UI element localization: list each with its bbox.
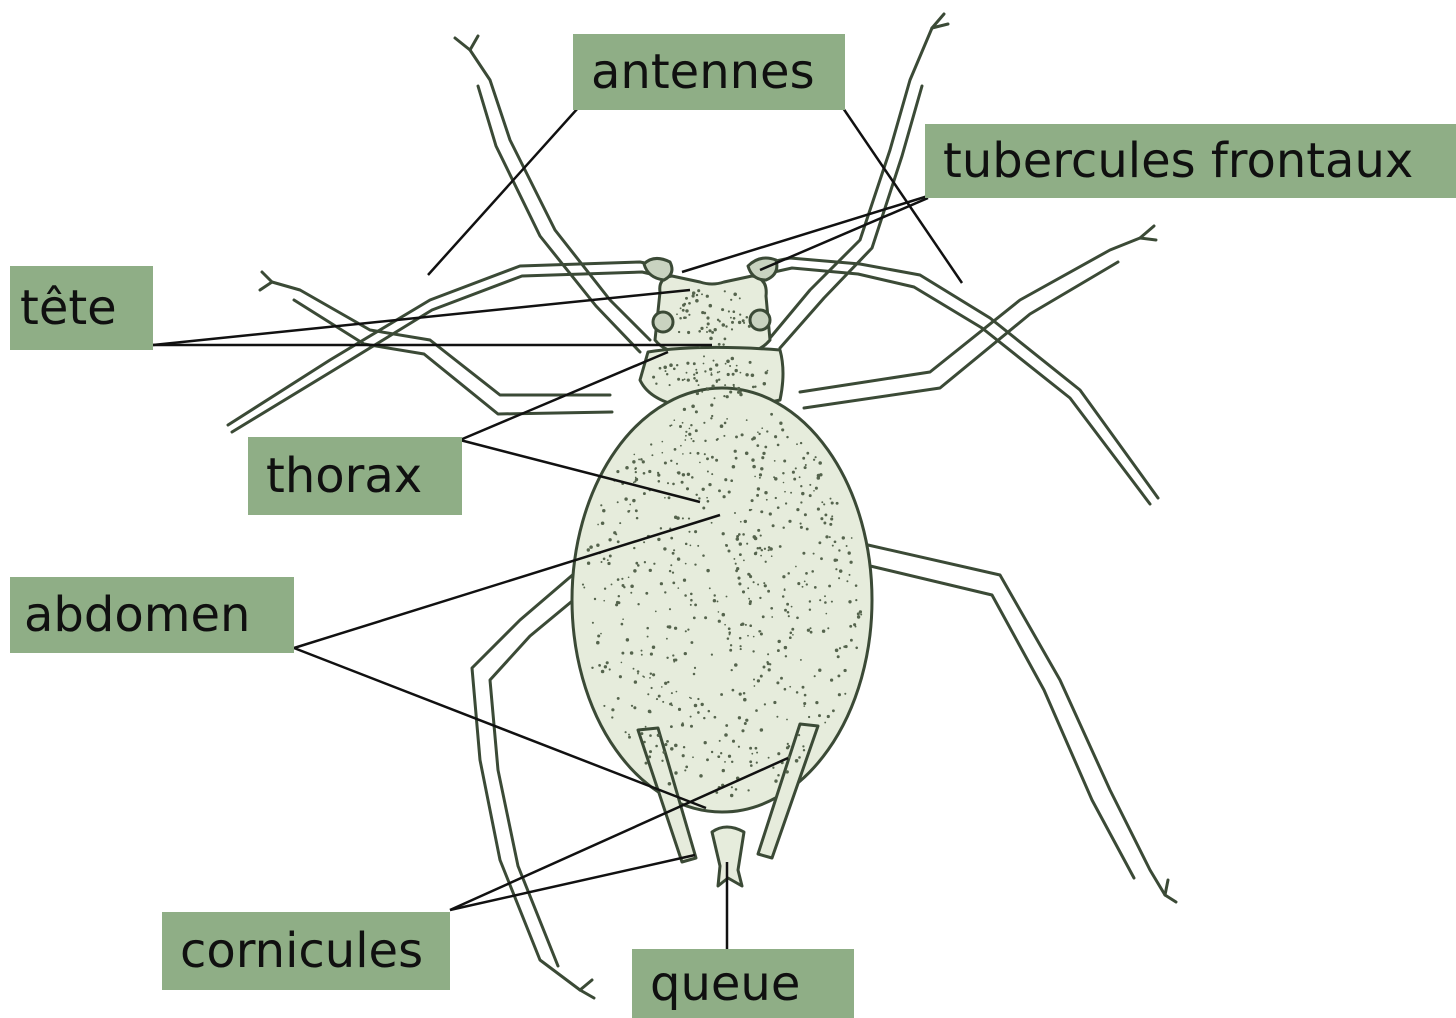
leg-middle-right xyxy=(800,226,1156,408)
label-tubercules-frontaux: tubercules frontaux xyxy=(925,124,1456,198)
label-cornicules: cornicules xyxy=(162,912,450,990)
leader-antennes-left xyxy=(428,108,578,275)
leg-hind-right xyxy=(866,545,1176,902)
label-antennes: antennes xyxy=(573,34,845,110)
label-tete: tête xyxy=(10,266,153,350)
leader-cornicules-1 xyxy=(450,855,695,910)
eye-left xyxy=(653,312,673,332)
leader-tubercules-right xyxy=(760,198,928,270)
frontal-tubercle-left xyxy=(644,258,672,280)
aphid-abdomen xyxy=(572,388,872,812)
eye-right xyxy=(750,310,770,330)
label-queue: queue xyxy=(632,949,854,1018)
leg-middle-left xyxy=(260,272,612,414)
leader-tete-1 xyxy=(153,290,690,345)
label-abdomen: abdomen xyxy=(10,577,294,653)
label-thorax: thorax xyxy=(248,437,462,515)
